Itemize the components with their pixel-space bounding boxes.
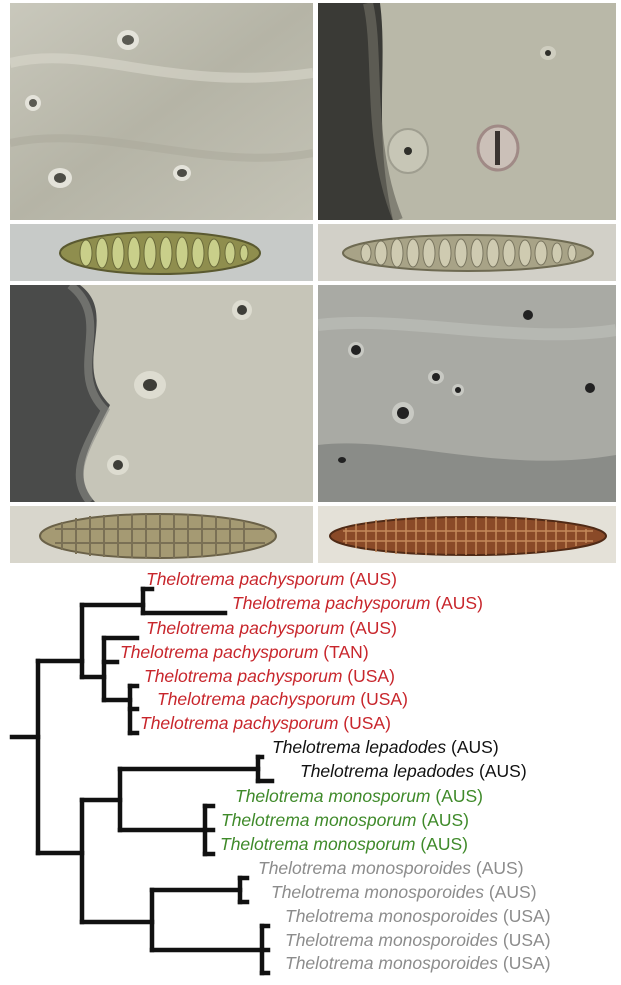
taxon-region: (AUS) <box>471 858 524 878</box>
taxon-label: Thelotrema lepadodes (AUS) <box>300 761 527 781</box>
taxon-name: Thelotrema monosporoides <box>271 882 484 902</box>
photo-mid-left <box>10 285 313 502</box>
spore-top-left <box>10 224 313 281</box>
taxon-label: Thelotrema pachysporum (AUS) <box>232 593 483 613</box>
taxon-label: Thelotrema pachysporum (USA) <box>140 713 391 733</box>
taxon-name: Thelotrema pachysporum <box>144 666 342 686</box>
taxon-region: (USA) <box>338 713 391 733</box>
spore-mid-right <box>318 506 616 563</box>
phylogenetic-tree: Thelotrema pachysporum (AUS)Thelotrema p… <box>0 567 621 985</box>
taxon-region: (AUS) <box>417 810 470 830</box>
taxon-region: (USA) <box>342 666 395 686</box>
taxon-region: (AUS) <box>416 834 469 854</box>
taxon-name: Thelotrema monosporoides <box>285 953 498 973</box>
taxon-name: Thelotrema lepadodes <box>272 737 446 757</box>
taxon-name: Thelotrema monosporum <box>221 810 417 830</box>
taxon-name: Thelotrema pachysporum <box>157 689 355 709</box>
photo-top-left <box>10 3 313 220</box>
taxon-region: (AUS) <box>344 618 397 638</box>
taxon-region: (USA) <box>498 906 551 926</box>
taxon-region: (USA) <box>498 930 551 950</box>
photo-top-right <box>318 3 616 220</box>
taxon-region: (AUS) <box>431 786 484 806</box>
taxon-label: Thelotrema monosporoides (AUS) <box>258 858 524 878</box>
taxon-name: Thelotrema monosporum <box>235 786 431 806</box>
taxon-label: Thelotrema pachysporum (USA) <box>144 666 395 686</box>
taxon-label: Thelotrema monosporoides (USA) <box>285 953 551 973</box>
taxon-name: Thelotrema monosporum <box>220 834 416 854</box>
taxon-label: Thelotrema monosporoides (AUS) <box>271 882 537 902</box>
taxon-region: (TAN) <box>318 642 368 662</box>
taxon-label: Thelotrema pachysporum (AUS) <box>146 618 397 638</box>
taxon-label: Thelotrema pachysporum (AUS) <box>146 569 397 589</box>
taxon-region: (AUS) <box>474 761 527 781</box>
taxon-label: Thelotrema monosporoides (USA) <box>285 930 551 950</box>
taxon-label: Thelotrema monosporum (AUS) <box>235 786 483 806</box>
taxon-name: Thelotrema monosporoides <box>285 906 498 926</box>
taxon-name: Thelotrema pachysporum <box>232 593 430 613</box>
taxon-name: Thelotrema pachysporum <box>146 618 344 638</box>
taxon-label: Thelotrema lepadodes (AUS) <box>272 737 499 757</box>
taxon-name: Thelotrema pachysporum <box>120 642 318 662</box>
taxon-label: Thelotrema monosporum (AUS) <box>220 834 468 854</box>
taxon-name: Thelotrema lepadodes <box>300 761 474 781</box>
spore-mid-left <box>10 506 313 563</box>
taxon-region: (AUS) <box>484 882 537 902</box>
taxon-region: (USA) <box>355 689 408 709</box>
photo-mid-right <box>318 285 616 502</box>
taxon-label: Thelotrema pachysporum (USA) <box>157 689 408 709</box>
spore-top-right <box>318 224 616 281</box>
taxon-region: (USA) <box>498 953 551 973</box>
taxon-name: Thelotrema pachysporum <box>146 569 344 589</box>
taxon-name: Thelotrema pachysporum <box>140 713 338 733</box>
taxon-region: (AUS) <box>344 569 397 589</box>
taxon-label: Thelotrema monosporum (AUS) <box>221 810 469 830</box>
taxon-label: Thelotrema monosporoides (USA) <box>285 906 551 926</box>
taxon-region: (AUS) <box>430 593 483 613</box>
taxon-label: Thelotrema pachysporum (TAN) <box>120 642 369 662</box>
taxon-name: Thelotrema monosporoides <box>258 858 471 878</box>
taxon-name: Thelotrema monosporoides <box>285 930 498 950</box>
taxon-region: (AUS) <box>446 737 499 757</box>
